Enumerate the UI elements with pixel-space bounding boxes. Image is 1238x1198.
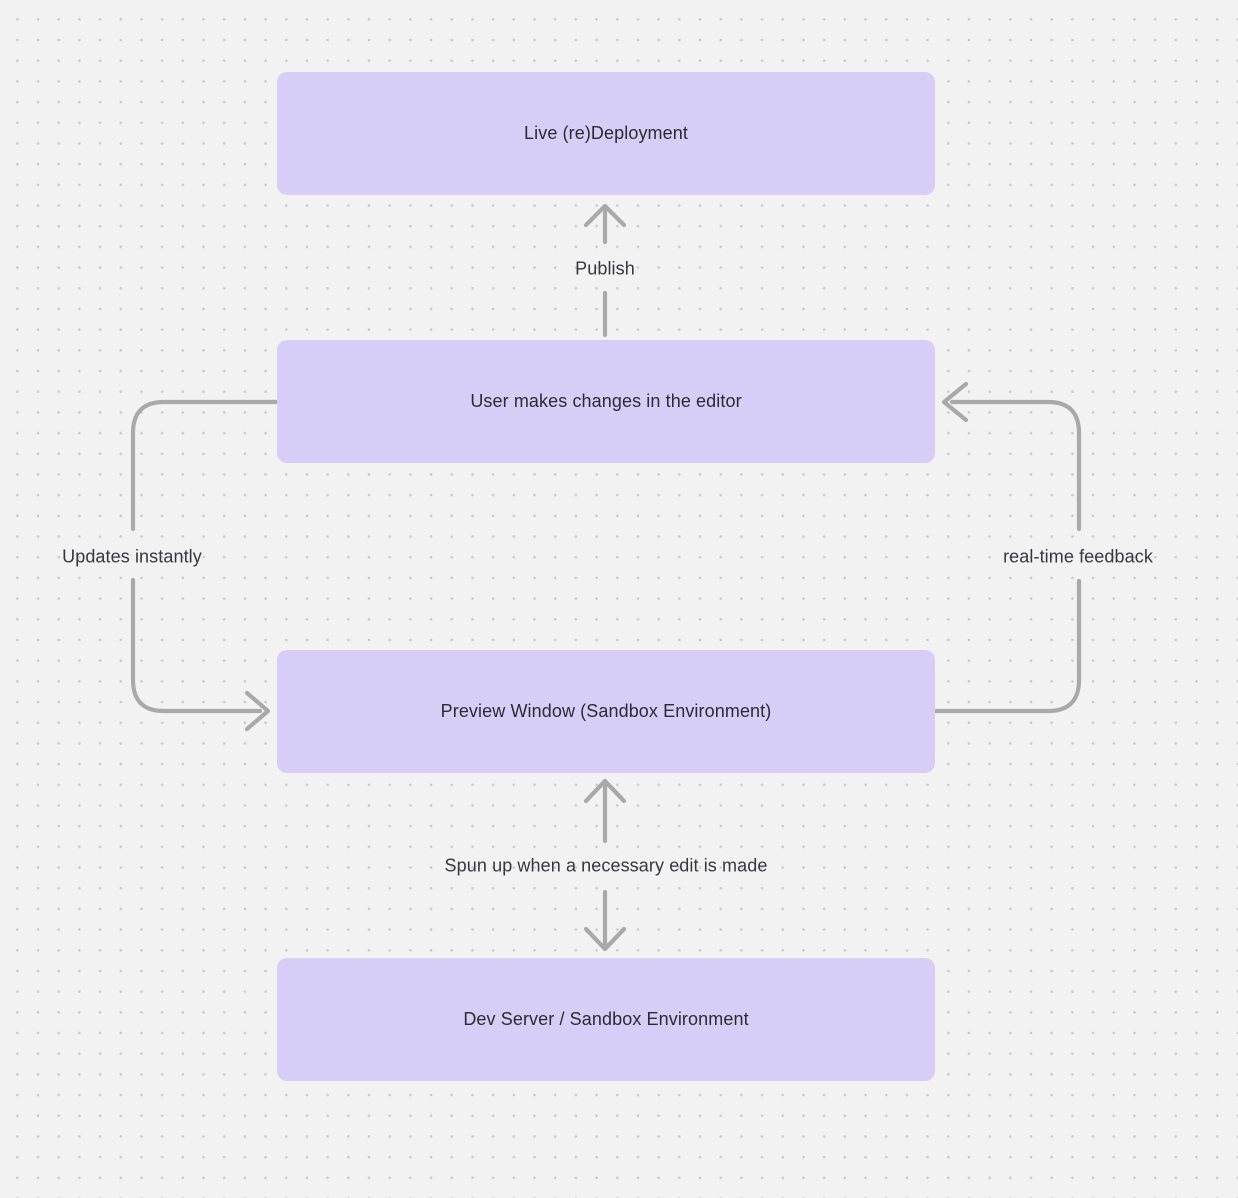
node-live-redeployment[interactable]: Live (re)Deployment <box>277 72 935 195</box>
edge-feedback-upper-segment <box>949 399 1082 532</box>
edge-feedback-lower-segment <box>933 578 1082 714</box>
edge-label-spun-up: Spun up when a necessary edit is made <box>444 855 768 876</box>
arrowhead-up-icon <box>583 203 627 228</box>
node-user-editor-label: User makes changes in the editor <box>470 391 742 411</box>
edge-updates-lower-segment <box>130 577 263 714</box>
edge-label-real-time-feedback: real-time feedback <box>1003 546 1153 567</box>
arrowhead-left-icon <box>941 381 969 423</box>
edge-label-updates-instantly: Updates instantly <box>62 546 202 567</box>
arrowhead-down-icon <box>583 926 627 952</box>
arrowhead-right-icon <box>244 690 271 732</box>
node-user-editor[interactable]: User makes changes in the editor <box>277 340 935 463</box>
node-live-redeployment-label: Live (re)Deployment <box>524 123 688 143</box>
node-dev-server-label: Dev Server / Sandbox Environment <box>463 1009 749 1029</box>
arrowhead-up-icon <box>583 778 627 804</box>
edge-updates-upper-segment <box>130 399 280 532</box>
node-preview-window-label: Preview Window (Sandbox Environment) <box>440 701 772 721</box>
edge-label-publish: Publish <box>575 258 635 279</box>
node-preview-window[interactable]: Preview Window (Sandbox Environment) <box>277 650 935 773</box>
node-dev-server[interactable]: Dev Server / Sandbox Environment <box>277 958 935 1081</box>
